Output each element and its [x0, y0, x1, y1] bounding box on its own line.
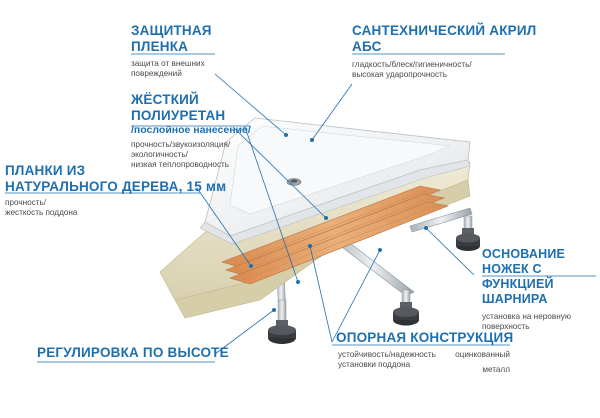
support-metal-1: оцинкованный [455, 350, 510, 359]
film-desc-1: защита от внешних [131, 59, 205, 68]
label-underlines [5, 53, 596, 363]
acrylic-title-1: САНТЕХНИЧЕСКИЙ АКРИЛ [352, 23, 537, 38]
label-wood-planks: ПЛАНКИ ИЗ НАТУРАЛЬНОГО ДЕРЕВА, 15 мм про… [5, 163, 226, 218]
label-rigid-polyurethane: ЖЁСТКИЙ ПОЛИУРЕТАН /послойное нанесение/… [131, 92, 251, 170]
support-title: ОПОРНАЯ КОНСТРУКЦИЯ [336, 330, 514, 345]
acrylic-title-2: АБС [352, 39, 382, 54]
polyurethane-subtitle: /послойное нанесение/ [131, 124, 251, 136]
callout-lines [196, 73, 475, 355]
planks-desc-1: прочность/ [5, 198, 47, 207]
leg-foot-middle [393, 289, 419, 326]
leg-foot-right [456, 215, 480, 251]
acrylic-shell [199, 117, 471, 245]
planks-title-2: НАТУРАЛЬНОГО ДЕРЕВА, 15 мм [5, 179, 227, 194]
polyurethane-desc-1: прочность/звукоизоляция/ [131, 140, 231, 149]
support-metal-2: металл [482, 365, 510, 374]
support-desc: устойчивость/надежность установки поддон… [338, 350, 436, 370]
wood-planks [221, 185, 450, 285]
acrylic-desc-2: высокая ударопрочность [352, 70, 448, 79]
leg-foot-front [268, 299, 296, 344]
legs-desc-2: поверхность [482, 322, 530, 331]
acrylic-desc-1: гладкость/блеск/гигиеничность/ [352, 60, 472, 69]
legs-title-1: ОСНОВАНИЕ НОЖЕК С [482, 247, 566, 276]
planks-desc-2: жесткость поддона [5, 208, 78, 217]
polyurethane-desc-2: экологичность/ [131, 150, 188, 159]
film-title-2: ПЛЕНКА [131, 39, 189, 54]
polyurethane-desc-3: низкая теплопроводность [131, 160, 230, 169]
support-desc-1: устойчивость/надежность [338, 350, 436, 359]
planks-title-1: ПЛАНКИ ИЗ [5, 163, 86, 178]
polyurethane-title-1: ЖЁСТКИЙ [131, 92, 199, 107]
callout-dots [249, 133, 428, 312]
film-title-1: ЗАЩИТНАЯ [131, 23, 212, 38]
film-desc-2: повреждений [131, 69, 182, 78]
support-metal: оцинкованный металл [452, 350, 510, 375]
polyurethane-title-2: ПОЛИУРЕТАН [131, 108, 226, 123]
label-support-structure: ОПОРНАЯ КОНСТРУКЦИЯ [336, 330, 513, 346]
label-height-adjustment: РЕГУЛИРОВКА ПО ВЫСОТЕ [37, 345, 229, 361]
legs-title-2: ФУНКЦИЕЙ ШАРНИРА [482, 277, 554, 306]
label-leg-hinge: ОСНОВАНИЕ НОЖЕК С ФУНКЦИЕЙ ШАРНИРА устан… [482, 247, 600, 332]
support-desc-2: установки поддона [338, 360, 411, 369]
legs-desc-1: установка на неровную [482, 312, 571, 321]
height-title: РЕГУЛИРОВКА ПО ВЫСОТЕ [37, 345, 229, 360]
label-sanitary-acrylic: САНТЕХНИЧЕСКИЙ АКРИЛ АБС гладкость/блеск… [352, 23, 536, 80]
label-protective-film: ЗАЩИТНАЯ ПЛЕНКА защита от внешних повреж… [131, 23, 212, 79]
